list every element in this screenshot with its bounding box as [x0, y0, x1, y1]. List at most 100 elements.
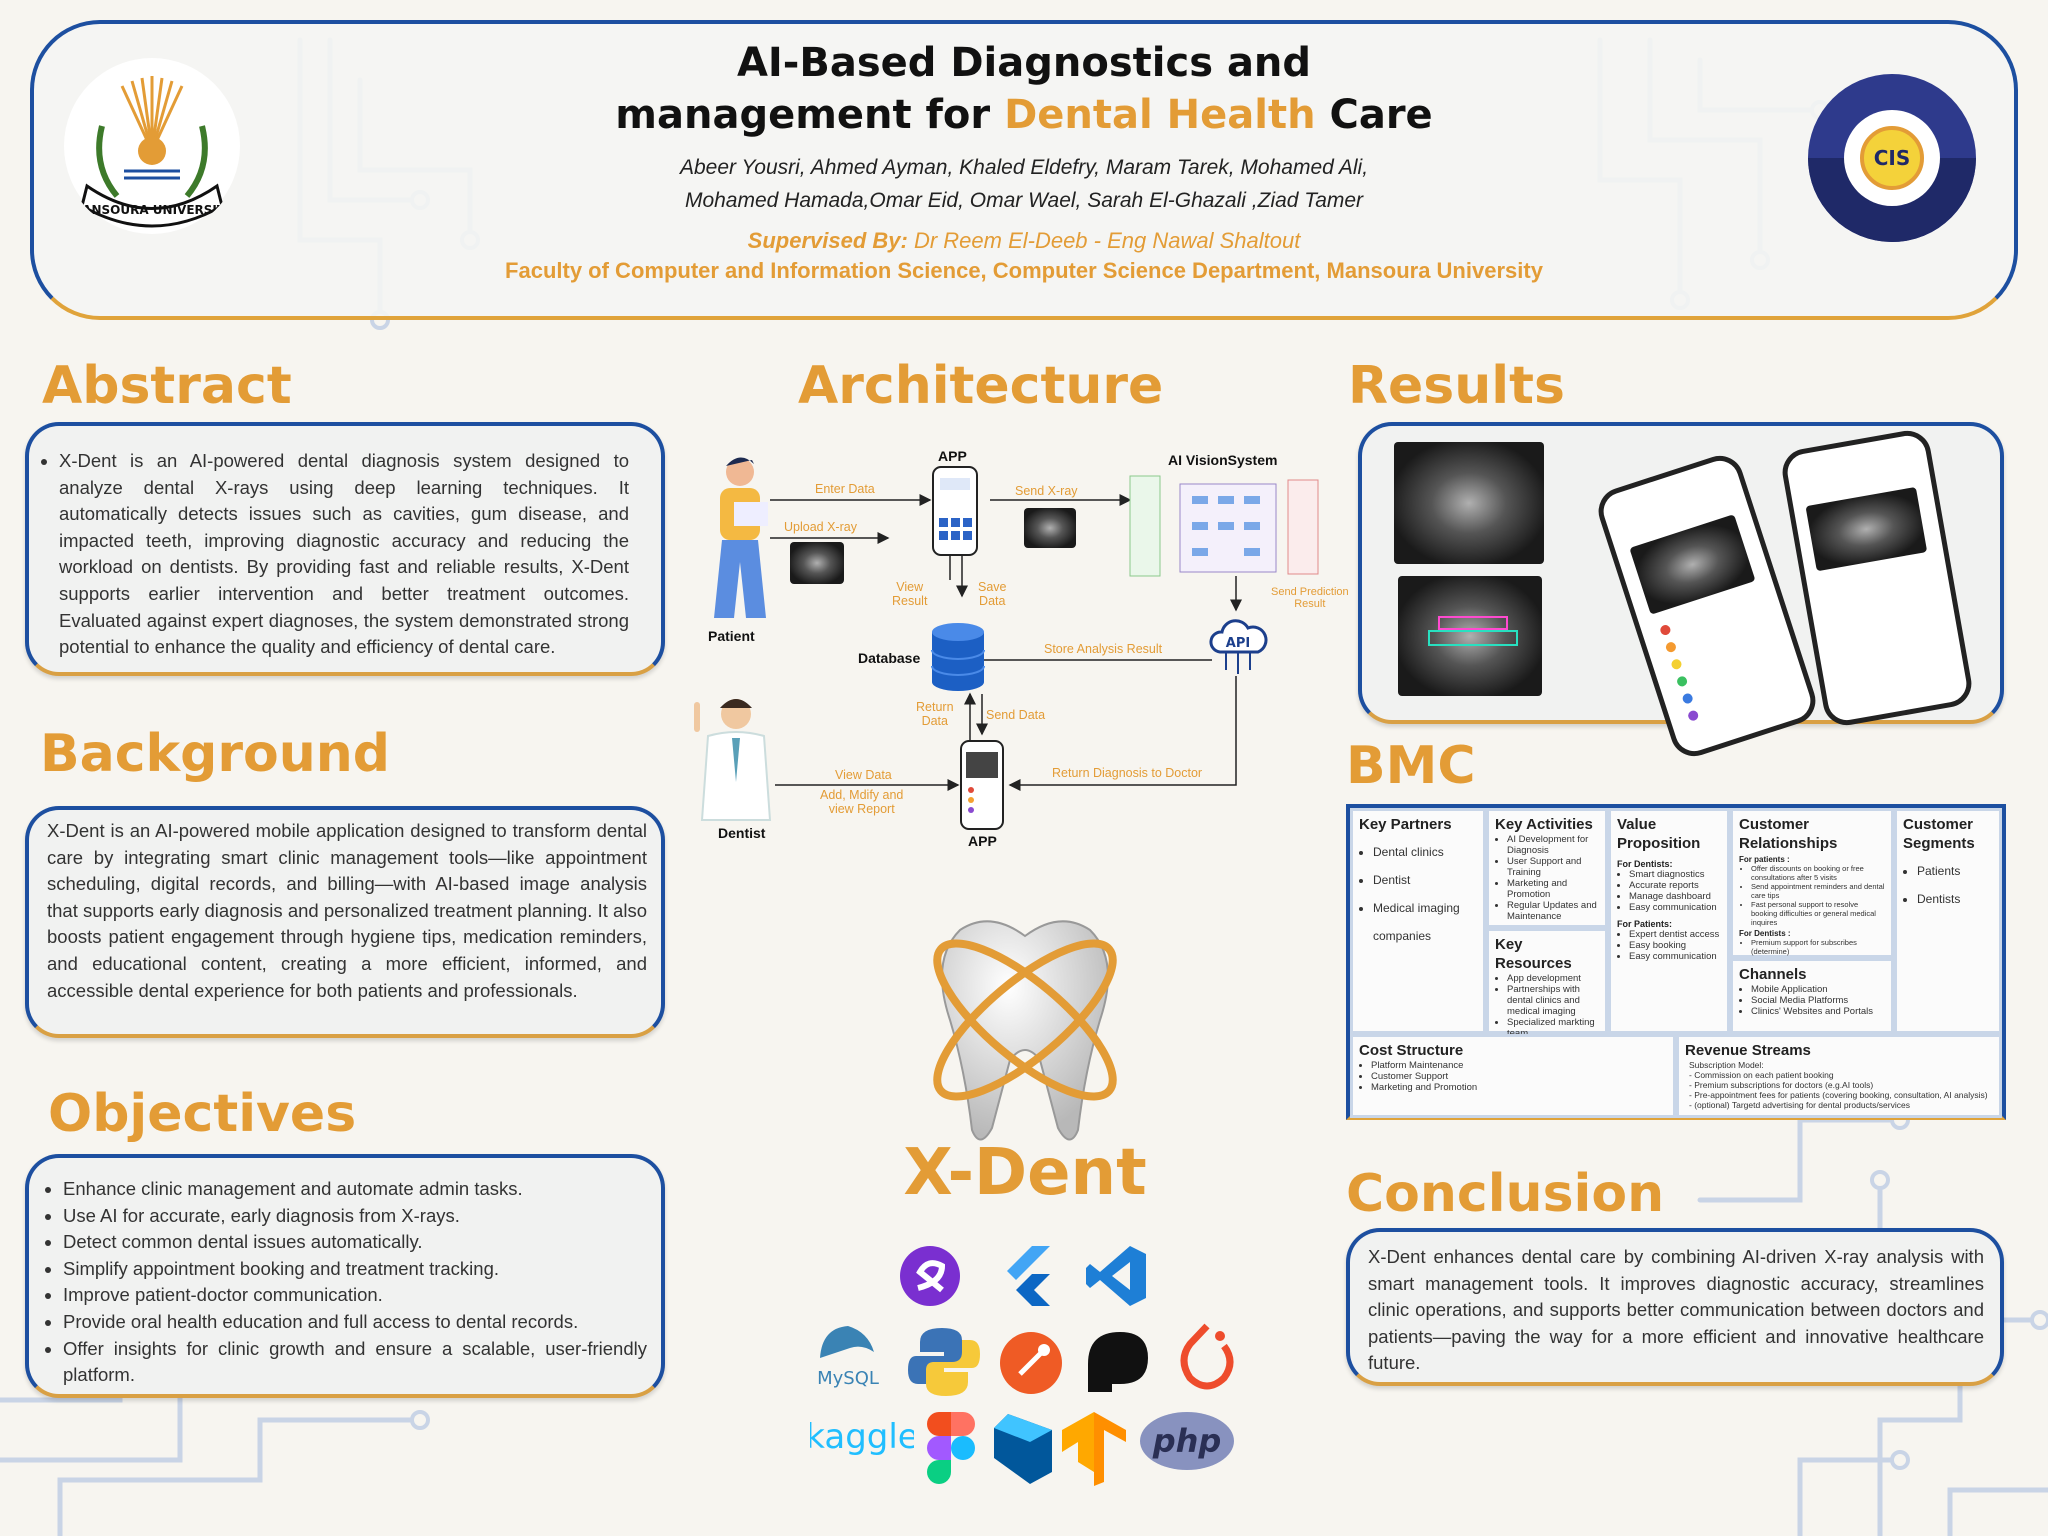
- svg-text:CIS: CIS: [1874, 146, 1911, 170]
- figma-icon: [927, 1412, 975, 1484]
- bmc-list-item: - Pre-appointment fees for patients (cov…: [1689, 1090, 1988, 1100]
- bmc-list-item: Social Media Platforms: [1751, 995, 1885, 1006]
- send-xray-label: Send X-ray: [1015, 484, 1078, 498]
- save-data-label: Save Data: [978, 580, 1007, 608]
- vscode-icon: [1086, 1246, 1146, 1306]
- abstract-heading: Abstract: [42, 356, 292, 416]
- app-bottom-phone: [960, 740, 1004, 830]
- bmc-list-item: User Support and Training: [1507, 856, 1599, 878]
- bmc-list-item: Easy booking: [1629, 940, 1721, 951]
- mysql-icon: MySQL: [817, 1326, 879, 1389]
- send-xray-thumb: [1024, 508, 1076, 548]
- database-icon: [931, 623, 985, 691]
- objective-item: Use AI for accurate, early diagnosis fro…: [63, 1203, 647, 1230]
- return-data-label: Return Data: [916, 700, 954, 728]
- bmc-key-activities: Key Activities AI Development for Diagno…: [1486, 808, 1608, 928]
- bmc-customer-relationships: Customer Relationships For patients : Of…: [1730, 808, 1894, 958]
- store-analysis-label: Store Analysis Result: [1044, 642, 1163, 656]
- add-modify-label: Add, Mdify and view Report: [820, 788, 904, 816]
- python-icon: [908, 1328, 980, 1396]
- bmc-cost-structure: Cost Structure Platform MaintenanceCusto…: [1350, 1034, 1676, 1118]
- bmc-list-item: Easy communication: [1629, 902, 1721, 913]
- postman-icon: [1000, 1332, 1062, 1394]
- svg-text:MANSOURA UNIVERSITY: MANSOURA UNIVERSITY: [70, 203, 234, 217]
- architecture-heading: Architecture: [798, 356, 1164, 416]
- app-bottom-label: APP: [968, 833, 997, 849]
- cis-faculty-logo: CIS: [1808, 74, 1976, 242]
- bmc-list-item: Partnerships with dental clinics and med…: [1507, 984, 1599, 1017]
- bmc-list-item: Dentist: [1373, 866, 1477, 894]
- bmc-list-item: Clinics' Websites and Portals: [1751, 1006, 1885, 1017]
- bmc-list-item: Marketing and Promotion: [1371, 1082, 1667, 1093]
- api-cloud-icon: API: [1209, 619, 1268, 674]
- objective-item: Detect common dental issues automaticall…: [63, 1229, 647, 1256]
- brand-name: X-Dent: [903, 1136, 1147, 1210]
- svg-text:kaggle: kaggle: [810, 1417, 914, 1457]
- bmc-list-item: Smart diagnostics: [1629, 869, 1721, 880]
- conclusion-heading: Conclusion: [1346, 1164, 1665, 1224]
- detection-box: [1438, 616, 1508, 630]
- bmc-list-item: Send appointment reminders and dental ca…: [1751, 882, 1885, 900]
- upload-xray-label: Upload X-ray: [784, 520, 857, 534]
- bmc-list-item: Premium support for subscribes (determin…: [1751, 938, 1885, 956]
- tooth-logo: [933, 920, 1117, 1141]
- poster-title-line1: AI-Based Diagnostics and: [736, 40, 1312, 86]
- result-xray-original: [1394, 442, 1544, 564]
- bmc-list-item: Platform Maintenance: [1371, 1060, 1667, 1071]
- bmc-list-item: Easy communication: [1629, 951, 1721, 962]
- enter-data-label: Enter Data: [815, 482, 875, 496]
- bmc-list-item: - (optional) Targetd advertising for den…: [1689, 1100, 1910, 1110]
- bmc-list-item: Fast personal support to resolve booking…: [1751, 900, 1885, 927]
- patient-label: Patient: [708, 628, 755, 644]
- bmc-list-item: Regular Updates and Maintenance: [1507, 900, 1599, 922]
- bmc-heading: BMC: [1346, 736, 1476, 796]
- flutter-icon: [1007, 1246, 1050, 1306]
- architecture-diagram: Patient Dentist APP AI VisionSystem Data…: [680, 440, 1360, 860]
- bmc-value-proposition: Value Proposition For Dentists: Smart di…: [1608, 808, 1730, 1034]
- objective-item: Offer insights for clinic growth and ens…: [63, 1336, 647, 1389]
- architecture-arrows: [770, 494, 1242, 791]
- bmc-list-item: AI Development for Diagnosis: [1507, 834, 1599, 856]
- bmc-channels: Channels Mobile ApplicationSocial Media …: [1730, 958, 1894, 1034]
- conclusion-box: X-Dent enhances dental care by combining…: [1346, 1228, 2004, 1386]
- view-data-label: View Data: [835, 768, 892, 782]
- bmc-list-item: Dentists: [1917, 885, 1993, 913]
- background-box: X-Dent is an AI-powered mobile applicati…: [25, 806, 665, 1038]
- objective-item: Improve patient-doctor communication.: [63, 1282, 647, 1309]
- bmc-key-partners: Key Partners Dental clinicsDentistMedica…: [1350, 808, 1486, 1034]
- kaggle-icon: kaggle: [810, 1417, 914, 1457]
- bmc-list-item: Medical imaging companies: [1373, 894, 1477, 950]
- upload-xray-thumb: [790, 542, 844, 584]
- bmc-list-item: Marketing and Promotion: [1507, 878, 1599, 900]
- bmc-canvas: Key Partners Dental clinicsDentistMedica…: [1346, 804, 2006, 1120]
- ai-vision-diagram: [1129, 475, 1319, 577]
- render-icon: [1088, 1332, 1148, 1392]
- abstract-text: X-Dent is an AI-powered dental diagnosis…: [59, 448, 629, 661]
- objectives-box: Enhance clinic management and automate a…: [25, 1154, 665, 1398]
- bmc-list-item: - Commission on each patient booking: [1689, 1070, 1834, 1080]
- bmc-list-item: Offer discounts on booking or free consu…: [1751, 864, 1885, 882]
- objectives-heading: Objectives: [48, 1084, 357, 1144]
- php-icon: php: [1140, 1412, 1234, 1470]
- dentist-illustration: [694, 699, 772, 821]
- detection-box: [1428, 630, 1518, 646]
- view-result-label: View Result: [892, 580, 928, 608]
- background-heading: Background: [40, 724, 390, 784]
- objectives-list: Enhance clinic management and automate a…: [47, 1176, 647, 1389]
- patient-illustration: [714, 457, 768, 618]
- supervisors: Supervised By: Dr Reem El-Deeb - Eng Naw…: [747, 228, 1301, 253]
- pytorch-icon: [1180, 1323, 1234, 1390]
- send-prediction-label: Send Prediction Result: [1271, 586, 1349, 610]
- bmc-customer-segments: Customer Segments PatientsDentists: [1894, 808, 2002, 1034]
- bmc-revenue-streams: Revenue Streams Subscription Model:- Com…: [1676, 1034, 2002, 1118]
- poster-title-line2: management for Dental Health Care: [615, 92, 1433, 138]
- abstract-box: X-Dent is an AI-powered dental diagnosis…: [25, 422, 665, 676]
- app-top-label: APP: [938, 448, 967, 464]
- dentist-label: Dentist: [718, 825, 766, 841]
- ai-vision-label: AI VisionSystem: [1168, 452, 1278, 468]
- conclusion-text: X-Dent enhances dental care by combining…: [1368, 1246, 1984, 1374]
- svg-text:php: php: [1152, 1422, 1222, 1460]
- send-data-label: Send Data: [986, 708, 1046, 722]
- bmc-list-item: Mobile Application: [1751, 984, 1885, 995]
- bmc-list-item: Manage dashboard: [1629, 891, 1721, 902]
